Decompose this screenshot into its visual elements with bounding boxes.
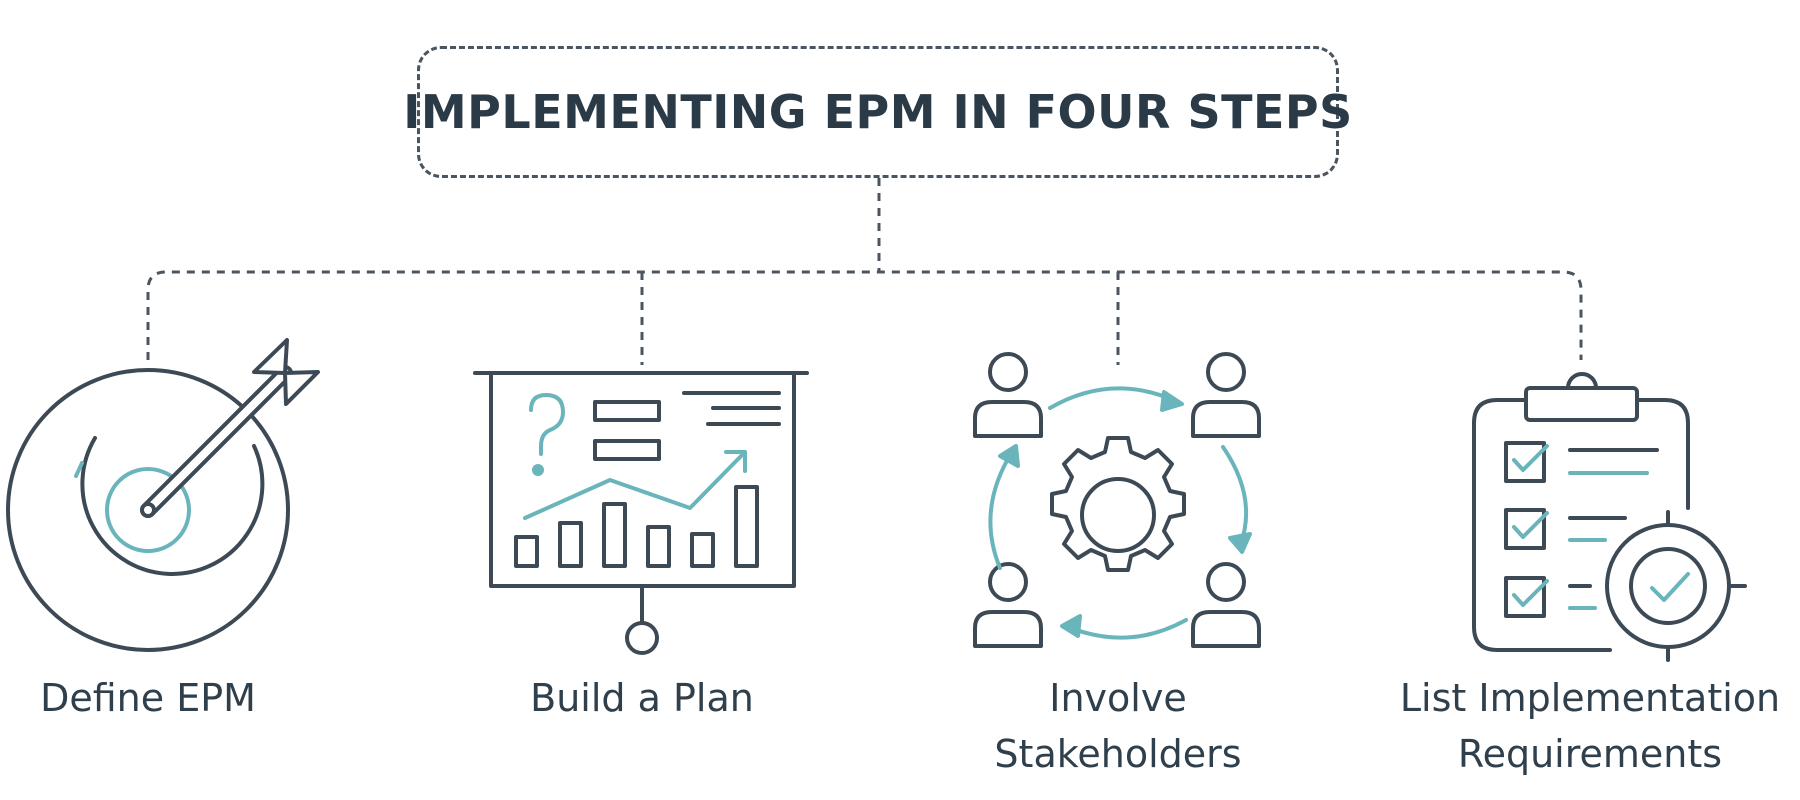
label-line: Stakeholders [994,732,1242,776]
label-line: Requirements [1457,732,1723,776]
target-arrow-icon [6,338,320,652]
label-line: Involve [1049,676,1187,720]
step-label-build-a-plan: Build a Plan [492,670,792,726]
step-label-define-epm: Define EPM [0,670,296,726]
label-line: List Implementation [1399,676,1781,720]
step-label-list-implementation-requirements: List Implementation Requirements [1380,670,1800,782]
presentation-board-icon [473,371,809,655]
label-line: Define EPM [40,676,256,720]
label-line: Build a Plan [530,676,754,720]
diagram-title: IMPLEMENTING EPM IN FOUR STEPS [403,85,1353,139]
title-box: IMPLEMENTING EPM IN FOUR STEPS [403,46,1352,178]
checklist-clipboard-icon [1472,372,1747,662]
team-gear-cycle-icon [973,352,1261,648]
step-label-involve-stakeholders: Involve Stakeholders [958,670,1278,782]
connector-lines [146,178,1583,365]
